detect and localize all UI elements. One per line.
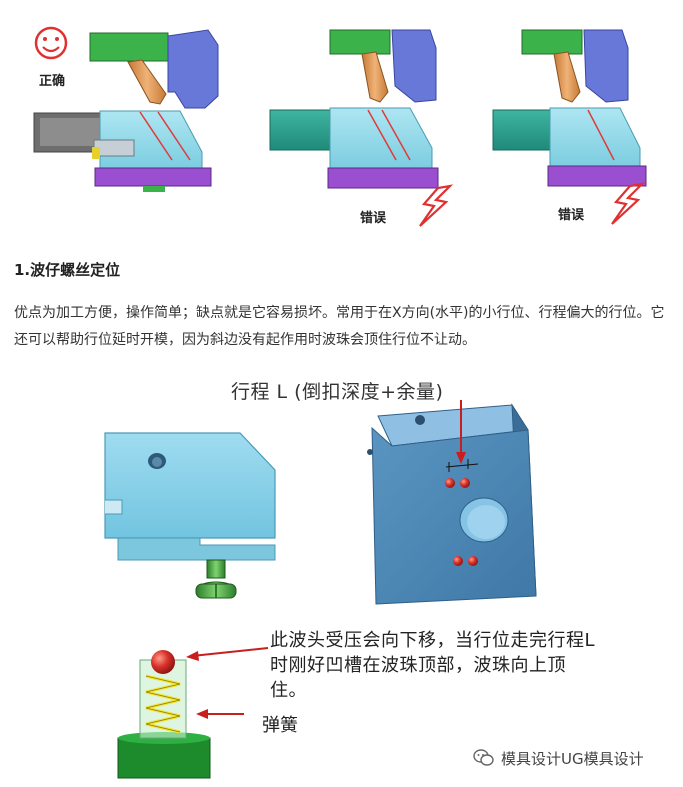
label-correct: 正确 xyxy=(39,74,66,89)
body-paragraph: 优点为加工方便，操作简单；缺点就是它容易损坏。常用于在X方向(水平)的小行位、行… xyxy=(14,305,665,348)
ball-plunger xyxy=(117,650,211,779)
ball-caption: 此波头受压会向下移，当行位走完行程L时刚好凹槽在波珠顶部，波珠向上顶住。 xyxy=(270,630,596,701)
watermark-text: 模具设计UG模具设计 xyxy=(501,749,644,768)
slider-block xyxy=(104,432,276,561)
panel-correct xyxy=(33,29,219,192)
panel-wrong-2 xyxy=(492,29,647,187)
spring-label: 弹簧 xyxy=(262,715,298,736)
travel-label: 行程 L (倒扣深度+余量) xyxy=(231,381,444,403)
wechat-icon xyxy=(473,749,494,766)
label-wrong-2: 错误 xyxy=(558,208,585,223)
slider-cube xyxy=(367,403,537,605)
ball-pointer-arrow xyxy=(186,647,269,661)
plunger-screw xyxy=(195,559,237,599)
lightning-icon xyxy=(419,184,454,227)
section-title: 1.波仔螺丝定位 xyxy=(14,261,121,279)
spring-pointer-arrow xyxy=(196,709,244,719)
travel-arrow xyxy=(456,400,466,464)
panel-wrong-1 xyxy=(269,29,439,189)
watermark: 模具设计UG模具设计 xyxy=(473,747,644,769)
smiley-icon xyxy=(34,26,68,60)
label-wrong-1: 错误 xyxy=(360,211,387,226)
slider-comparison-figure xyxy=(33,26,647,227)
lightning-icon xyxy=(611,182,646,225)
ball-plunger-figure xyxy=(104,400,537,779)
